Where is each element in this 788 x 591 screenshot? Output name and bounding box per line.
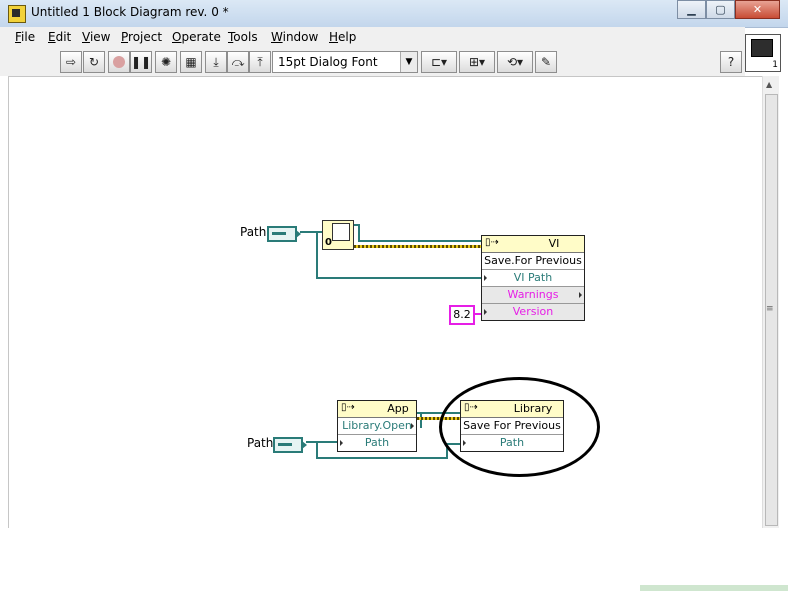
status-strip — [640, 585, 788, 591]
labview-icon — [8, 5, 26, 23]
terminal-warnings[interactable]: Warnings — [482, 287, 584, 304]
menu-file[interactable]: File — [15, 30, 36, 44]
run-arrow-icon[interactable]: ⇨ — [60, 51, 82, 73]
terminal-vi-path[interactable]: VI Path — [482, 270, 584, 287]
help-icon[interactable]: ? — [720, 51, 742, 73]
scroll-thumb[interactable] — [765, 94, 778, 526]
wire[interactable] — [316, 231, 318, 278]
output-arrow-icon — [411, 423, 414, 429]
wire[interactable] — [316, 441, 318, 458]
wire[interactable] — [446, 443, 448, 459]
retain-wire-values-icon[interactable]: ▦ — [180, 51, 202, 73]
step-into-icon[interactable]: ⤓ — [205, 51, 227, 73]
menu-edit[interactable]: Edit — [48, 30, 72, 44]
open-vi-reference-node[interactable]: 0 — [322, 220, 354, 250]
terminal-path[interactable]: Path — [338, 435, 416, 451]
chevron-down-icon: ▼ — [400, 52, 417, 72]
string-wire[interactable] — [472, 313, 482, 315]
distribute-icon[interactable]: ⊞▾ — [459, 51, 495, 73]
minimize-button[interactable]: ▁ — [677, 0, 706, 19]
vertical-scrollbar[interactable]: ▲ ≡ — [762, 76, 779, 528]
path-control-bottom[interactable] — [273, 437, 307, 453]
maximize-button[interactable]: ▢ — [706, 0, 735, 19]
align-icon[interactable]: ⊏▾ — [421, 51, 457, 73]
error-wire[interactable] — [352, 245, 482, 248]
reorder-icon[interactable]: ⟲▾ — [497, 51, 533, 73]
input-arrow-icon — [484, 275, 487, 281]
step-out-icon[interactable]: ⤒ — [249, 51, 271, 73]
highlight-execution-icon[interactable]: ✺ — [155, 51, 177, 73]
input-arrow-icon — [484, 309, 487, 315]
run-continuously-icon[interactable]: ↻ — [83, 51, 105, 73]
method-name[interactable]: Library.Open — [338, 418, 416, 435]
title-bar: Untitled 1 Block Diagram rev. 0 * ▁ ▢ ✕ — [0, 0, 788, 28]
bottom-area — [0, 528, 788, 591]
block-diagram-canvas[interactable] — [8, 76, 763, 529]
font-name: 15pt Dialog Font — [278, 55, 378, 69]
refnum-icon: ▯⇢ — [341, 402, 355, 413]
wire[interactable] — [300, 231, 322, 233]
wire[interactable] — [316, 277, 482, 279]
abort-icon[interactable] — [108, 51, 130, 73]
connector-number: 1 — [772, 60, 778, 70]
menu-help[interactable]: Help — [329, 30, 357, 44]
highlight-circle — [439, 377, 600, 477]
cleanup-icon[interactable]: ✎ — [535, 51, 557, 73]
path-label-bottom: Path — [247, 436, 274, 450]
toolbar: ⇨ ↻ ❚❚ ✺ ▦ ⤓ ⤼ ⤒ 15pt Dialog Font ▼ ⊏▾ ⊞… — [0, 48, 745, 76]
step-over-icon[interactable]: ⤼ — [227, 51, 249, 73]
scroll-grip-icon: ≡ — [766, 304, 774, 314]
vi-icon-connector-pane[interactable]: 1 — [745, 34, 781, 72]
close-button[interactable]: ✕ — [735, 0, 780, 19]
input-arrow-icon — [340, 440, 343, 446]
method-name[interactable]: Save.For Previous — [482, 253, 584, 270]
menu-view[interactable]: View — [82, 30, 111, 44]
wire[interactable] — [358, 240, 482, 242]
terminal-version[interactable]: Version — [482, 304, 584, 320]
output-arrow-icon — [579, 292, 582, 298]
window-title: Untitled 1 Block Diagram rev. 0 * — [31, 5, 229, 19]
wire[interactable] — [316, 457, 448, 459]
vi-ref-icon — [332, 223, 350, 241]
window-controls: ▁ ▢ ✕ — [677, 0, 780, 19]
path-control-top[interactable] — [267, 226, 301, 242]
pause-icon[interactable]: ❚❚ — [130, 51, 152, 73]
menu-bar: File Edit View Project Operate Tools Win… — [0, 27, 745, 48]
wire[interactable] — [420, 412, 422, 428]
menu-tools[interactable]: Tools — [228, 30, 258, 44]
refnum-icon: ▯⇢ — [485, 237, 499, 248]
wire[interactable] — [352, 224, 360, 226]
wire[interactable] — [306, 441, 338, 443]
vi-icon — [751, 39, 773, 57]
node-header: ▯⇢ App — [338, 401, 416, 418]
app-invoke-node[interactable]: ▯⇢ App Library.Open Path — [337, 400, 417, 452]
font-selector[interactable]: 15pt Dialog Font ▼ — [272, 51, 418, 73]
node-class-name: VI — [548, 237, 560, 250]
menu-window[interactable]: Window — [271, 30, 319, 44]
menu-operate[interactable]: Operate — [172, 30, 221, 44]
vi-invoke-node[interactable]: ▯⇢ VI Save.For Previous VI Path Warnings… — [481, 235, 585, 321]
open-ref-index: 0 — [325, 237, 332, 248]
path-label-top: Path — [240, 225, 267, 239]
wire[interactable] — [415, 412, 460, 414]
scroll-up-icon[interactable]: ▲ — [766, 80, 773, 89]
error-wire[interactable] — [415, 417, 460, 420]
wire[interactable] — [358, 224, 360, 241]
version-constant[interactable]: 8.2 — [449, 305, 475, 325]
menu-project[interactable]: Project — [121, 30, 163, 44]
node-header: ▯⇢ VI — [482, 236, 584, 253]
node-class-name: App — [387, 402, 409, 415]
